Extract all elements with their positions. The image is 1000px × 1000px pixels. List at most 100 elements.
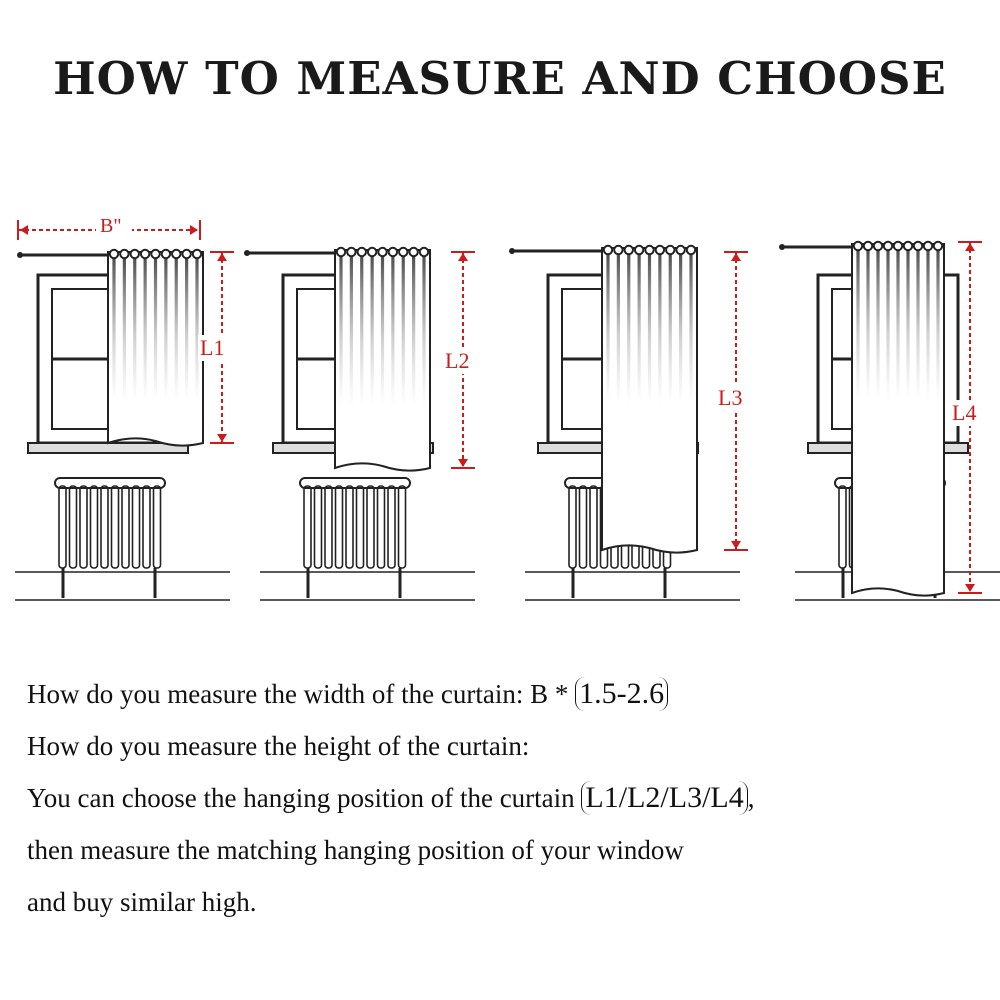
- curtain-grommet: [335, 246, 347, 258]
- curtain-fold: [174, 258, 178, 402]
- curtain-grommet: [623, 244, 634, 256]
- curtain-grommet: [675, 244, 686, 256]
- curtain-fold: [679, 254, 683, 404]
- curtain-grommet: [160, 248, 172, 260]
- radiator-fin: [345, 485, 354, 569]
- radiator-fin: [589, 485, 598, 569]
- radiator-fin: [68, 485, 78, 569]
- radiator-fin: [838, 485, 847, 569]
- curtain-grommet: [852, 240, 864, 252]
- height-label-3: L3: [718, 385, 742, 410]
- curtain-grommet: [398, 246, 409, 258]
- curtain-fold: [866, 250, 870, 400]
- curtain-fold: [637, 254, 641, 404]
- curtain-fold: [122, 258, 126, 402]
- height-label-1: L1: [200, 335, 224, 360]
- height-instruction: How do you measure the height of the cur…: [27, 731, 530, 761]
- curtain-fold: [112, 258, 116, 402]
- curtain-grommet: [191, 248, 203, 260]
- position-instruction: You can choose the hanging position of t…: [27, 772, 987, 824]
- curtain-grommet: [356, 246, 367, 258]
- curtain-grommet: [654, 244, 666, 256]
- curtain-fold: [195, 258, 199, 402]
- curtain-grommet: [633, 244, 645, 256]
- arrow-up-icon: [458, 253, 468, 261]
- curtain-grommet: [119, 248, 130, 260]
- curtain-grommet: [613, 244, 624, 256]
- radiator-fin: [131, 485, 141, 569]
- curtain-fold: [856, 250, 860, 400]
- curtain-fold: [133, 258, 137, 402]
- rod-finial: [244, 250, 250, 256]
- radiator-fin: [324, 485, 333, 569]
- curtain-fold: [391, 256, 395, 406]
- curtain-fold: [412, 256, 416, 406]
- curtain-fold: [185, 258, 189, 402]
- curtain-panel-1: L1: [15, 248, 238, 601]
- curtain-grommet: [377, 246, 388, 258]
- curtain-fold: [916, 250, 920, 400]
- curtain-grommet: [665, 244, 676, 256]
- curtain-grommet: [902, 240, 914, 252]
- curtain-fold: [658, 254, 662, 404]
- curtain-grommet: [129, 248, 140, 260]
- curtain-grommet: [108, 248, 120, 260]
- curtain-fabric: [851, 243, 945, 597]
- curtain-fold: [422, 256, 426, 406]
- curtain-fold: [896, 250, 900, 400]
- arrow-left-icon: [20, 225, 28, 235]
- radiator-fin: [376, 485, 386, 569]
- radiator-fin: [355, 485, 365, 569]
- height-label-bg: [443, 348, 483, 374]
- height-label-bg: [716, 385, 756, 411]
- curtain-grommet: [862, 240, 874, 252]
- curtain-fold: [616, 254, 620, 404]
- radiator-fin: [110, 485, 120, 569]
- radiator-fin: [397, 485, 407, 569]
- curtain-fold: [689, 254, 693, 404]
- arrow-down-icon: [458, 459, 468, 467]
- rod-finial: [779, 244, 785, 250]
- curtain-fold: [936, 250, 940, 400]
- curtain-panel-4: L4: [779, 240, 1000, 601]
- arrow-up-icon: [965, 243, 975, 251]
- radiator-top: [299, 477, 411, 489]
- curtain-grommet: [912, 240, 924, 252]
- arrow-down-icon: [217, 434, 227, 442]
- arrow-down-icon: [965, 584, 975, 592]
- radiator-fin: [313, 485, 323, 569]
- radiator-fin: [334, 485, 344, 569]
- curtain-fold: [606, 254, 610, 404]
- curtain-grommet: [872, 240, 884, 252]
- width-label-bg: [96, 214, 132, 236]
- curtain-fold: [906, 250, 910, 400]
- curtain-fold: [886, 250, 890, 400]
- curtain-fold: [926, 250, 930, 400]
- curtain-grommet: [366, 246, 378, 258]
- curtain-grommet: [685, 244, 697, 256]
- curtain-grommet: [346, 246, 357, 258]
- arrow-up-icon: [217, 253, 227, 261]
- instructions: How do you measure the width of the curt…: [27, 668, 987, 928]
- height-label-2: L2: [445, 348, 469, 373]
- position-instruction-text: You can choose the hanging position of t…: [27, 783, 575, 813]
- curtain-grommet: [150, 248, 161, 260]
- height-label-4: L4: [952, 400, 976, 425]
- curtain-fold: [627, 254, 631, 404]
- curtain-grommet: [171, 248, 182, 260]
- position-comma: ,: [747, 783, 755, 813]
- curtain-fold: [360, 256, 364, 406]
- radiator-fin: [79, 485, 88, 569]
- width-label: B": [100, 215, 122, 237]
- radiator-fin: [387, 485, 396, 569]
- curtain-fold: [164, 258, 168, 402]
- radiator-fin: [366, 485, 375, 569]
- radiator-fin: [100, 485, 109, 569]
- rod-finial: [17, 252, 23, 258]
- curtain-grommet: [139, 248, 151, 260]
- radiator-fin: [303, 485, 312, 569]
- page-title: HOW TO MEASURE AND CHOOSE: [53, 52, 947, 105]
- height-label-bg: [950, 400, 990, 426]
- curtain-grommet: [408, 246, 419, 258]
